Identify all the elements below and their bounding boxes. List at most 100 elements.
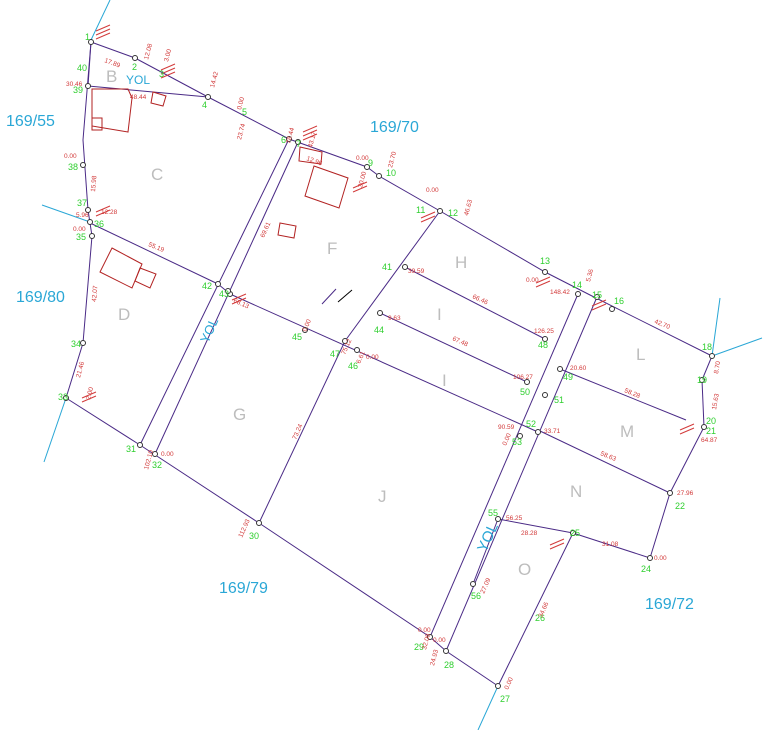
dimension-value: 0.00 <box>73 226 86 233</box>
lot-letter-f: F <box>327 239 337 258</box>
dimension-value: 33.71 <box>544 428 561 435</box>
point-number-56: 56 <box>471 591 481 601</box>
dimension-value: 12.08 <box>143 43 154 61</box>
survey-points <box>63 39 715 689</box>
dimension-value: 55.19 <box>147 241 165 254</box>
dimension-value: 5.96 <box>76 212 89 219</box>
point-number-48: 48 <box>538 340 548 350</box>
dimension-value: 0.00 <box>503 676 515 691</box>
dimension-value: 0.00 <box>161 451 174 458</box>
point-number-19: 19 <box>697 375 707 385</box>
point-number-41: 41 <box>382 262 392 272</box>
lot-letter-l: L <box>636 345 645 364</box>
dimension-value: 78.44 <box>285 127 296 145</box>
dimension-value: 0.00 <box>654 555 667 562</box>
dimension-value: 14.42 <box>209 71 220 89</box>
dimension-value: 32.08 <box>421 633 432 651</box>
point-number-18: 18 <box>702 342 712 352</box>
lot-letter-o: O <box>518 560 531 579</box>
dimension-value: 0.00 <box>526 277 539 284</box>
dimension-value: 23.70 <box>387 151 398 169</box>
point-number-2: 2 <box>132 62 137 72</box>
dimension-value: 9.63 <box>388 315 401 322</box>
point-number-11: 11 <box>416 205 425 215</box>
lot-letter-i-lower: I <box>442 371 447 390</box>
dimension-value: 23.74 <box>236 123 247 141</box>
point-number-15: 15 <box>592 290 602 300</box>
lot-letter-h: H <box>455 253 467 272</box>
dimension-value: 24.93 <box>429 649 440 667</box>
point-number-30: 30 <box>249 531 259 541</box>
parcel-number-169-70: 169/70 <box>370 119 419 136</box>
dimension-value: 15.98 <box>90 175 98 192</box>
dimension-value: 46.63 <box>463 199 474 217</box>
dimension-value: 126.25 <box>534 328 554 335</box>
point-number-16: 16 <box>614 296 624 306</box>
point-number-9: 9 <box>368 158 373 168</box>
lot-letter-b: B <box>106 67 117 86</box>
parcel-numbers: 169/55 169/70 169/80 169/79 169/72 <box>6 113 694 613</box>
point-number-29: 29 <box>414 642 424 652</box>
point-number-31: 31 <box>126 444 136 454</box>
dimension-value: 106.27 <box>513 374 533 381</box>
dimension-value: 30.46 <box>66 81 83 88</box>
point-number-21: 21 <box>706 426 716 436</box>
lot-boundaries <box>65 41 713 687</box>
dimension-value: 148.42 <box>550 289 570 296</box>
point-number-22: 22 <box>675 501 685 511</box>
road-label-top: YOL <box>126 73 150 87</box>
point-number-55: 55 <box>488 508 498 518</box>
point-number-20: 20 <box>706 416 716 426</box>
point-number-13: 13 <box>540 256 550 266</box>
dimension-value: 0.00 <box>418 627 431 634</box>
buildings <box>91 88 349 289</box>
lot-letter-n: N <box>570 482 582 501</box>
dimension-value: 0.00 <box>366 354 379 361</box>
point-number-5: 5 <box>242 107 247 117</box>
lot-letter-c: C <box>151 165 163 184</box>
point-number-3: 3 <box>159 69 164 79</box>
dimension-value: 58.63 <box>599 450 617 463</box>
lot-letter-g: G <box>233 405 246 424</box>
point-number-27: 27 <box>500 694 510 704</box>
point-number-47: 47 <box>330 349 340 359</box>
dimension-value: 64.87 <box>701 437 718 444</box>
dimension-value: 0.00 <box>426 187 439 194</box>
dimension-value: 21.46 <box>75 361 86 379</box>
point-number-7: 7 <box>296 139 301 149</box>
dimension-value: 69.61 <box>259 221 272 239</box>
parcel-number-169-79: 169/79 <box>219 580 268 597</box>
lot-letter-i-upper: I <box>437 305 442 324</box>
point-number-52: 52 <box>526 419 536 429</box>
dimension-value: 0.00 <box>236 96 246 110</box>
point-number-36: 36 <box>94 219 104 229</box>
dimension-value: 12.28 <box>101 209 118 216</box>
dimension-value: 56.25 <box>506 515 523 522</box>
point-number-42: 42 <box>202 281 212 291</box>
dimension-value: 0.00 <box>501 432 513 447</box>
point-number-10: 10 <box>386 168 396 178</box>
point-number-38: 38 <box>68 162 78 172</box>
dimension-value: 31.08 <box>602 541 619 548</box>
point-number-44: 44 <box>374 325 384 335</box>
dimension-value: 27.09 <box>479 577 492 595</box>
direction-marker <box>337 289 353 303</box>
dimension-value: 90.59 <box>498 424 515 431</box>
lot-letter-m: M <box>620 422 634 441</box>
point-number-26: 26 <box>535 613 545 623</box>
point-number-25: 25 <box>570 528 580 538</box>
parcel-number-169-80: 169/80 <box>16 289 65 306</box>
dimension-value: 42.07 <box>91 285 99 302</box>
point-number-49: 49 <box>563 372 573 382</box>
dimension-value: 0.00 <box>301 318 313 333</box>
point-number-37: 37 <box>77 198 87 208</box>
point-number-33: 33 <box>58 392 68 402</box>
dimension-value: 48.44 <box>130 94 147 101</box>
dimension-value: 6.61 <box>355 350 367 365</box>
lot-letters: B C D F G H I I J L M N O <box>106 67 645 579</box>
dimension-value: 8.70 <box>713 360 722 374</box>
point-number-43: 43 <box>219 289 229 299</box>
point-number-14: 14 <box>572 280 582 290</box>
lot-letter-j: J <box>378 487 387 506</box>
